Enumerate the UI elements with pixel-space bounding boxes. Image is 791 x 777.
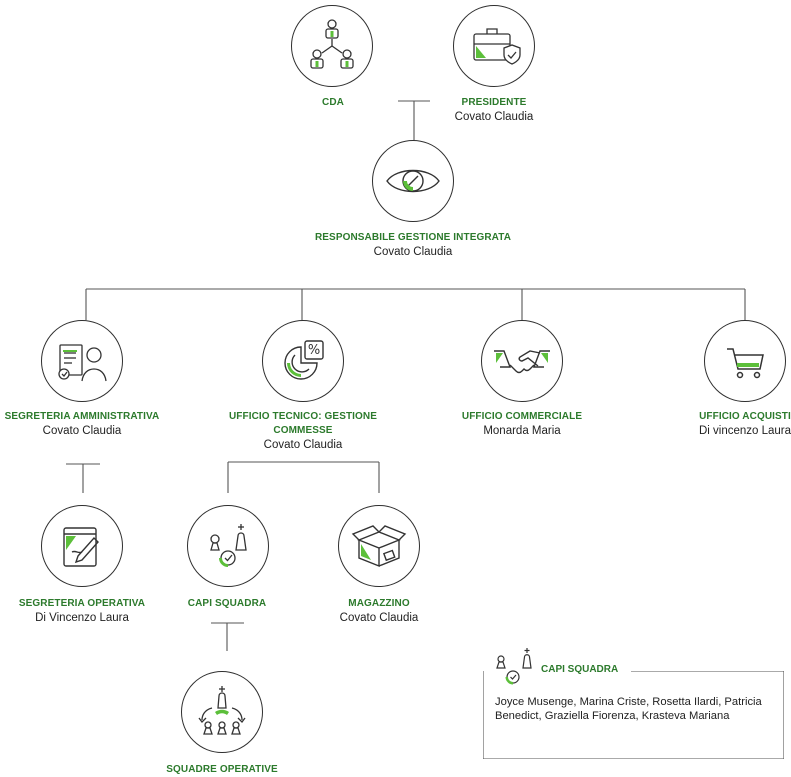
chess-team-icon — [198, 686, 246, 735]
ufficio-acquisti-circle — [704, 320, 786, 402]
node-ufficio-acquisti: UFFICIO ACQUISTI Di vincenzo Laura — [645, 410, 791, 439]
chess-pieces-icon — [496, 648, 532, 685]
legend-title: CAPI SQUADRA — [541, 664, 619, 675]
ufficio-tecnico-circle: % — [262, 320, 344, 402]
node-name: Covato Claudia — [263, 439, 343, 451]
org-chart-people-icon — [310, 19, 354, 69]
open-box-icon — [351, 525, 407, 568]
node-name: Monarda Maria — [483, 425, 561, 437]
node-role: CAPI SQUADRA — [187, 598, 267, 609]
percent-pie-chart-icon: % — [284, 340, 324, 380]
node-role: PRESIDENTE — [461, 97, 527, 108]
eye-icon — [386, 169, 440, 193]
ufficio-commerciale-circle — [481, 320, 563, 402]
handshake-icon — [494, 350, 550, 374]
responsabile-circle — [372, 140, 454, 222]
chess-pieces-icon — [210, 524, 247, 567]
node-segreteria-operativa: SEGRETERIA OPERATIVA Di Vincenzo Laura — [0, 597, 182, 626]
node-name: Covato Claudia — [339, 612, 419, 624]
magazzino-circle — [338, 505, 420, 587]
svg-text:%: % — [308, 343, 320, 358]
node-role: SEGRETERIA OPERATIVA — [18, 598, 146, 609]
segreteria-op-circle — [41, 505, 123, 587]
node-magazzino: MAGAZZINO Covato Claudia — [279, 597, 479, 626]
briefcase-shield-icon — [473, 28, 521, 65]
document-person-icon — [58, 344, 107, 382]
node-responsabile: RESPONSABILE GESTIONE INTEGRATA Covato C… — [313, 231, 513, 260]
node-presidente: PRESIDENTE Covato Claudia — [394, 96, 594, 125]
node-role: CDA — [322, 97, 344, 108]
presidente-circle — [453, 5, 535, 87]
node-role: UFFICIO TECNICO: GESTIONE COMMESSE — [228, 411, 378, 436]
segreteria-amm-circle — [41, 320, 123, 402]
node-name: Covato Claudia — [454, 111, 534, 123]
node-name: Di Vincenzo Laura — [35, 612, 129, 624]
node-name: Covato Claudia — [373, 246, 453, 258]
notepad-pencil-icon — [63, 527, 99, 567]
node-segreteria-amministrativa: SEGRETERIA AMMINISTRATIVA Covato Claudia — [0, 410, 182, 439]
node-role: SEGRETERIA AMMINISTRATIVA — [4, 411, 160, 422]
cda-circle — [291, 5, 373, 87]
node-role: SQUADRE OPERATIVE — [166, 764, 278, 775]
capi-squadra-legend: CAPI SQUADRA Joyce Musenge, Marina Crist… — [483, 648, 784, 759]
capi-squadra-circle — [187, 505, 269, 587]
legend-members-text: Joyce Musenge, Marina Criste, Rosetta Il… — [495, 696, 762, 722]
node-ufficio-commerciale: UFFICIO COMMERCIALE Monarda Maria — [422, 410, 622, 439]
node-squadre-operative: SQUADRE OPERATIVE — [122, 763, 322, 777]
node-role: UFFICIO COMMERCIALE — [461, 411, 583, 422]
node-role: MAGAZZINO — [348, 598, 410, 609]
node-name: Di vincenzo Laura — [698, 425, 791, 437]
node-cda: CDA — [233, 96, 433, 110]
node-ufficio-tecnico: UFFICIO TECNICO: GESTIONE COMMESSE Covat… — [203, 410, 403, 453]
squadre-operative-circle — [181, 671, 263, 753]
node-name: Covato Claudia — [42, 425, 122, 437]
shopping-cart-icon — [727, 348, 764, 379]
node-capi-squadra: CAPI SQUADRA — [127, 597, 327, 611]
node-role: RESPONSABILE GESTIONE INTEGRATA — [314, 232, 512, 243]
node-role: UFFICIO ACQUISTI — [699, 411, 791, 422]
